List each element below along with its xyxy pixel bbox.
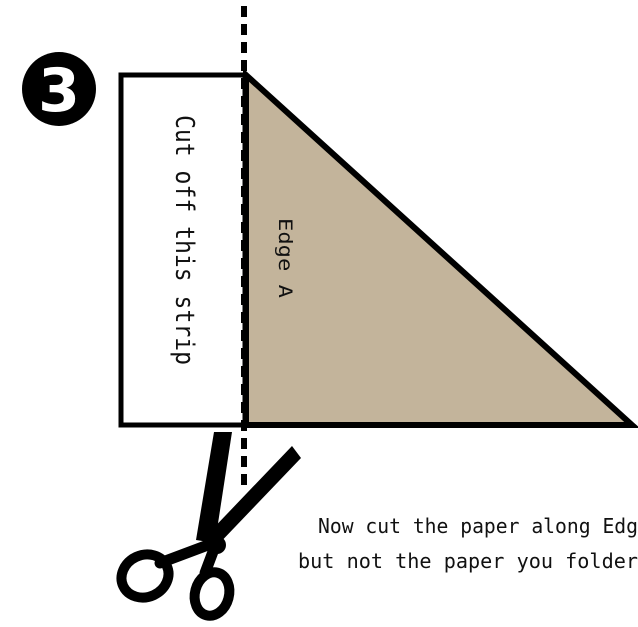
edge-label: Edge A <box>274 218 296 299</box>
instruction-line-2: but not the paper you folder <box>298 549 638 573</box>
strip-label: Cut off this strip <box>169 115 199 365</box>
step-number-badge-icon: 3 <box>22 52 96 126</box>
scissors-icon <box>116 432 301 621</box>
instruction-line-1: Now cut the paper along Edg <box>318 514 638 538</box>
step-number: 3 <box>38 56 80 126</box>
folded-triangle <box>243 68 638 428</box>
